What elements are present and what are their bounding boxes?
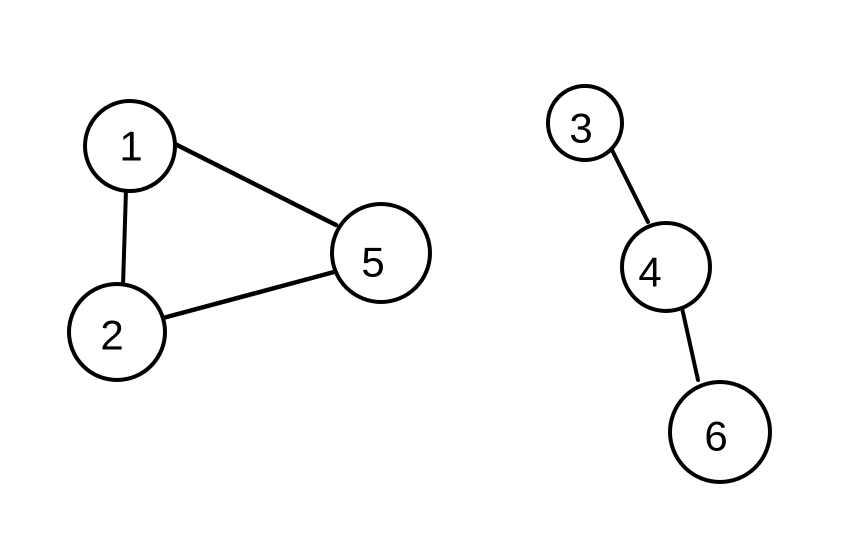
node-circle-1	[83, 99, 177, 193]
node-label-6: 6	[704, 413, 727, 460]
node-label-3: 3	[569, 105, 592, 152]
node-circle-5	[330, 202, 432, 304]
node-label-5: 5	[361, 239, 384, 286]
node-label-2: 2	[100, 312, 123, 359]
node-circle-4	[620, 221, 712, 313]
node-label-4: 4	[638, 249, 661, 296]
edge-1-2	[121, 188, 128, 288]
node-circle-6	[668, 380, 772, 484]
node-label-1: 1	[119, 123, 142, 170]
edge-3-4	[610, 148, 650, 224]
node-circle-3	[546, 84, 624, 162]
node-circle-2	[67, 282, 167, 382]
edge-2-5	[160, 269, 337, 321]
edge-1-5	[172, 141, 339, 228]
edge-4-6	[680, 306, 700, 382]
